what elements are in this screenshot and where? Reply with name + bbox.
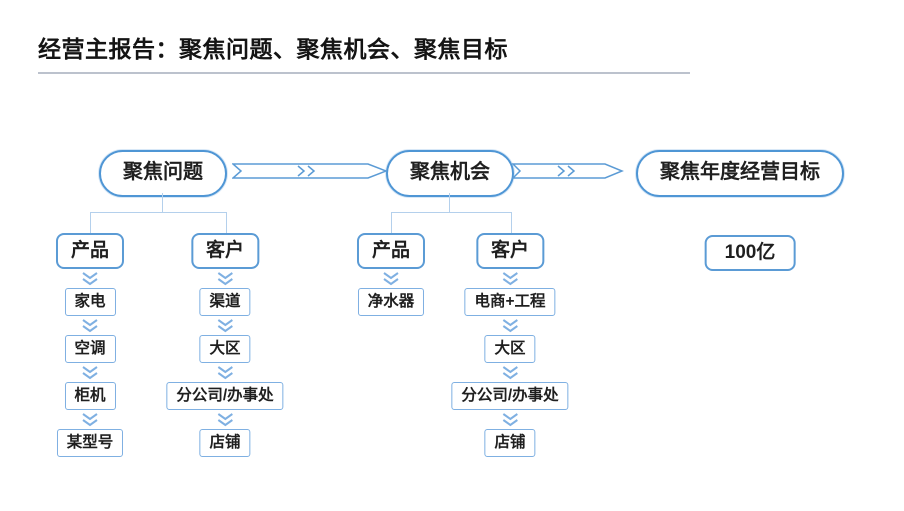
elbow-connector (90, 212, 227, 234)
elbow-connector-stub (449, 193, 450, 212)
column-header-customer: 客户 (475, 233, 544, 269)
node-store: 店铺 (199, 429, 251, 457)
node-region: 大区 (484, 335, 536, 363)
page-title: 经营主报告：聚焦问题、聚焦机会、聚焦目标 (38, 36, 508, 62)
chevron-down-icon (383, 272, 399, 286)
node-certain-model: 某型号 (56, 429, 124, 457)
column-annual-target: 100亿 (704, 235, 796, 271)
node-store: 店铺 (484, 429, 536, 457)
node-water-purifier: 净水器 (357, 288, 425, 316)
node-region: 大区 (199, 335, 251, 363)
column-opportunity-product: 产品 净水器 (356, 233, 426, 316)
focus-opportunity-node: 聚焦机会 (386, 150, 514, 197)
chevron-down-icon (217, 272, 233, 286)
column-problem-customer: 客户 渠道 大区 分公司/办事处 店铺 (166, 233, 284, 457)
column-opportunity-customer: 客户 电商+工程 大区 分公司/办事处 店铺 (451, 233, 569, 457)
chevron-down-icon (217, 413, 233, 427)
chevron-down-icon (217, 319, 233, 333)
chevron-down-icon (502, 319, 518, 333)
elbow-connector (391, 212, 512, 234)
chevron-down-icon (82, 272, 98, 286)
chevron-down-icon (502, 366, 518, 380)
title-underline (38, 72, 690, 74)
column-header-product: 产品 (55, 233, 125, 269)
node-target-100b: 100亿 (704, 235, 796, 271)
column-header-product: 产品 (356, 233, 426, 269)
chevron-down-icon (82, 366, 98, 380)
chevron-down-icon (502, 272, 518, 286)
node-ecommerce-engineering: 电商+工程 (464, 288, 556, 316)
chevron-right-arrow-icon (512, 163, 624, 179)
chevron-down-icon (82, 413, 98, 427)
node-channel: 渠道 (199, 288, 251, 316)
elbow-connector-stub (162, 193, 163, 212)
focus-problem-node: 聚焦问题 (99, 150, 227, 197)
chevron-right-arrow-icon (232, 163, 388, 179)
column-header-customer: 客户 (190, 233, 259, 269)
chevron-down-icon (82, 319, 98, 333)
column-problem-product: 产品 家电 空调 柜机 某型号 (55, 233, 125, 457)
node-home-appliance: 家电 (64, 288, 116, 316)
annual-target-node: 聚焦年度经营目标 (636, 150, 844, 197)
node-branch-office: 分公司/办事处 (451, 382, 569, 410)
node-air-conditioner: 空调 (64, 335, 116, 363)
node-cabinet-unit: 柜机 (64, 382, 116, 410)
chevron-down-icon (217, 366, 233, 380)
node-branch-office: 分公司/办事处 (166, 382, 284, 410)
chevron-down-icon (502, 413, 518, 427)
